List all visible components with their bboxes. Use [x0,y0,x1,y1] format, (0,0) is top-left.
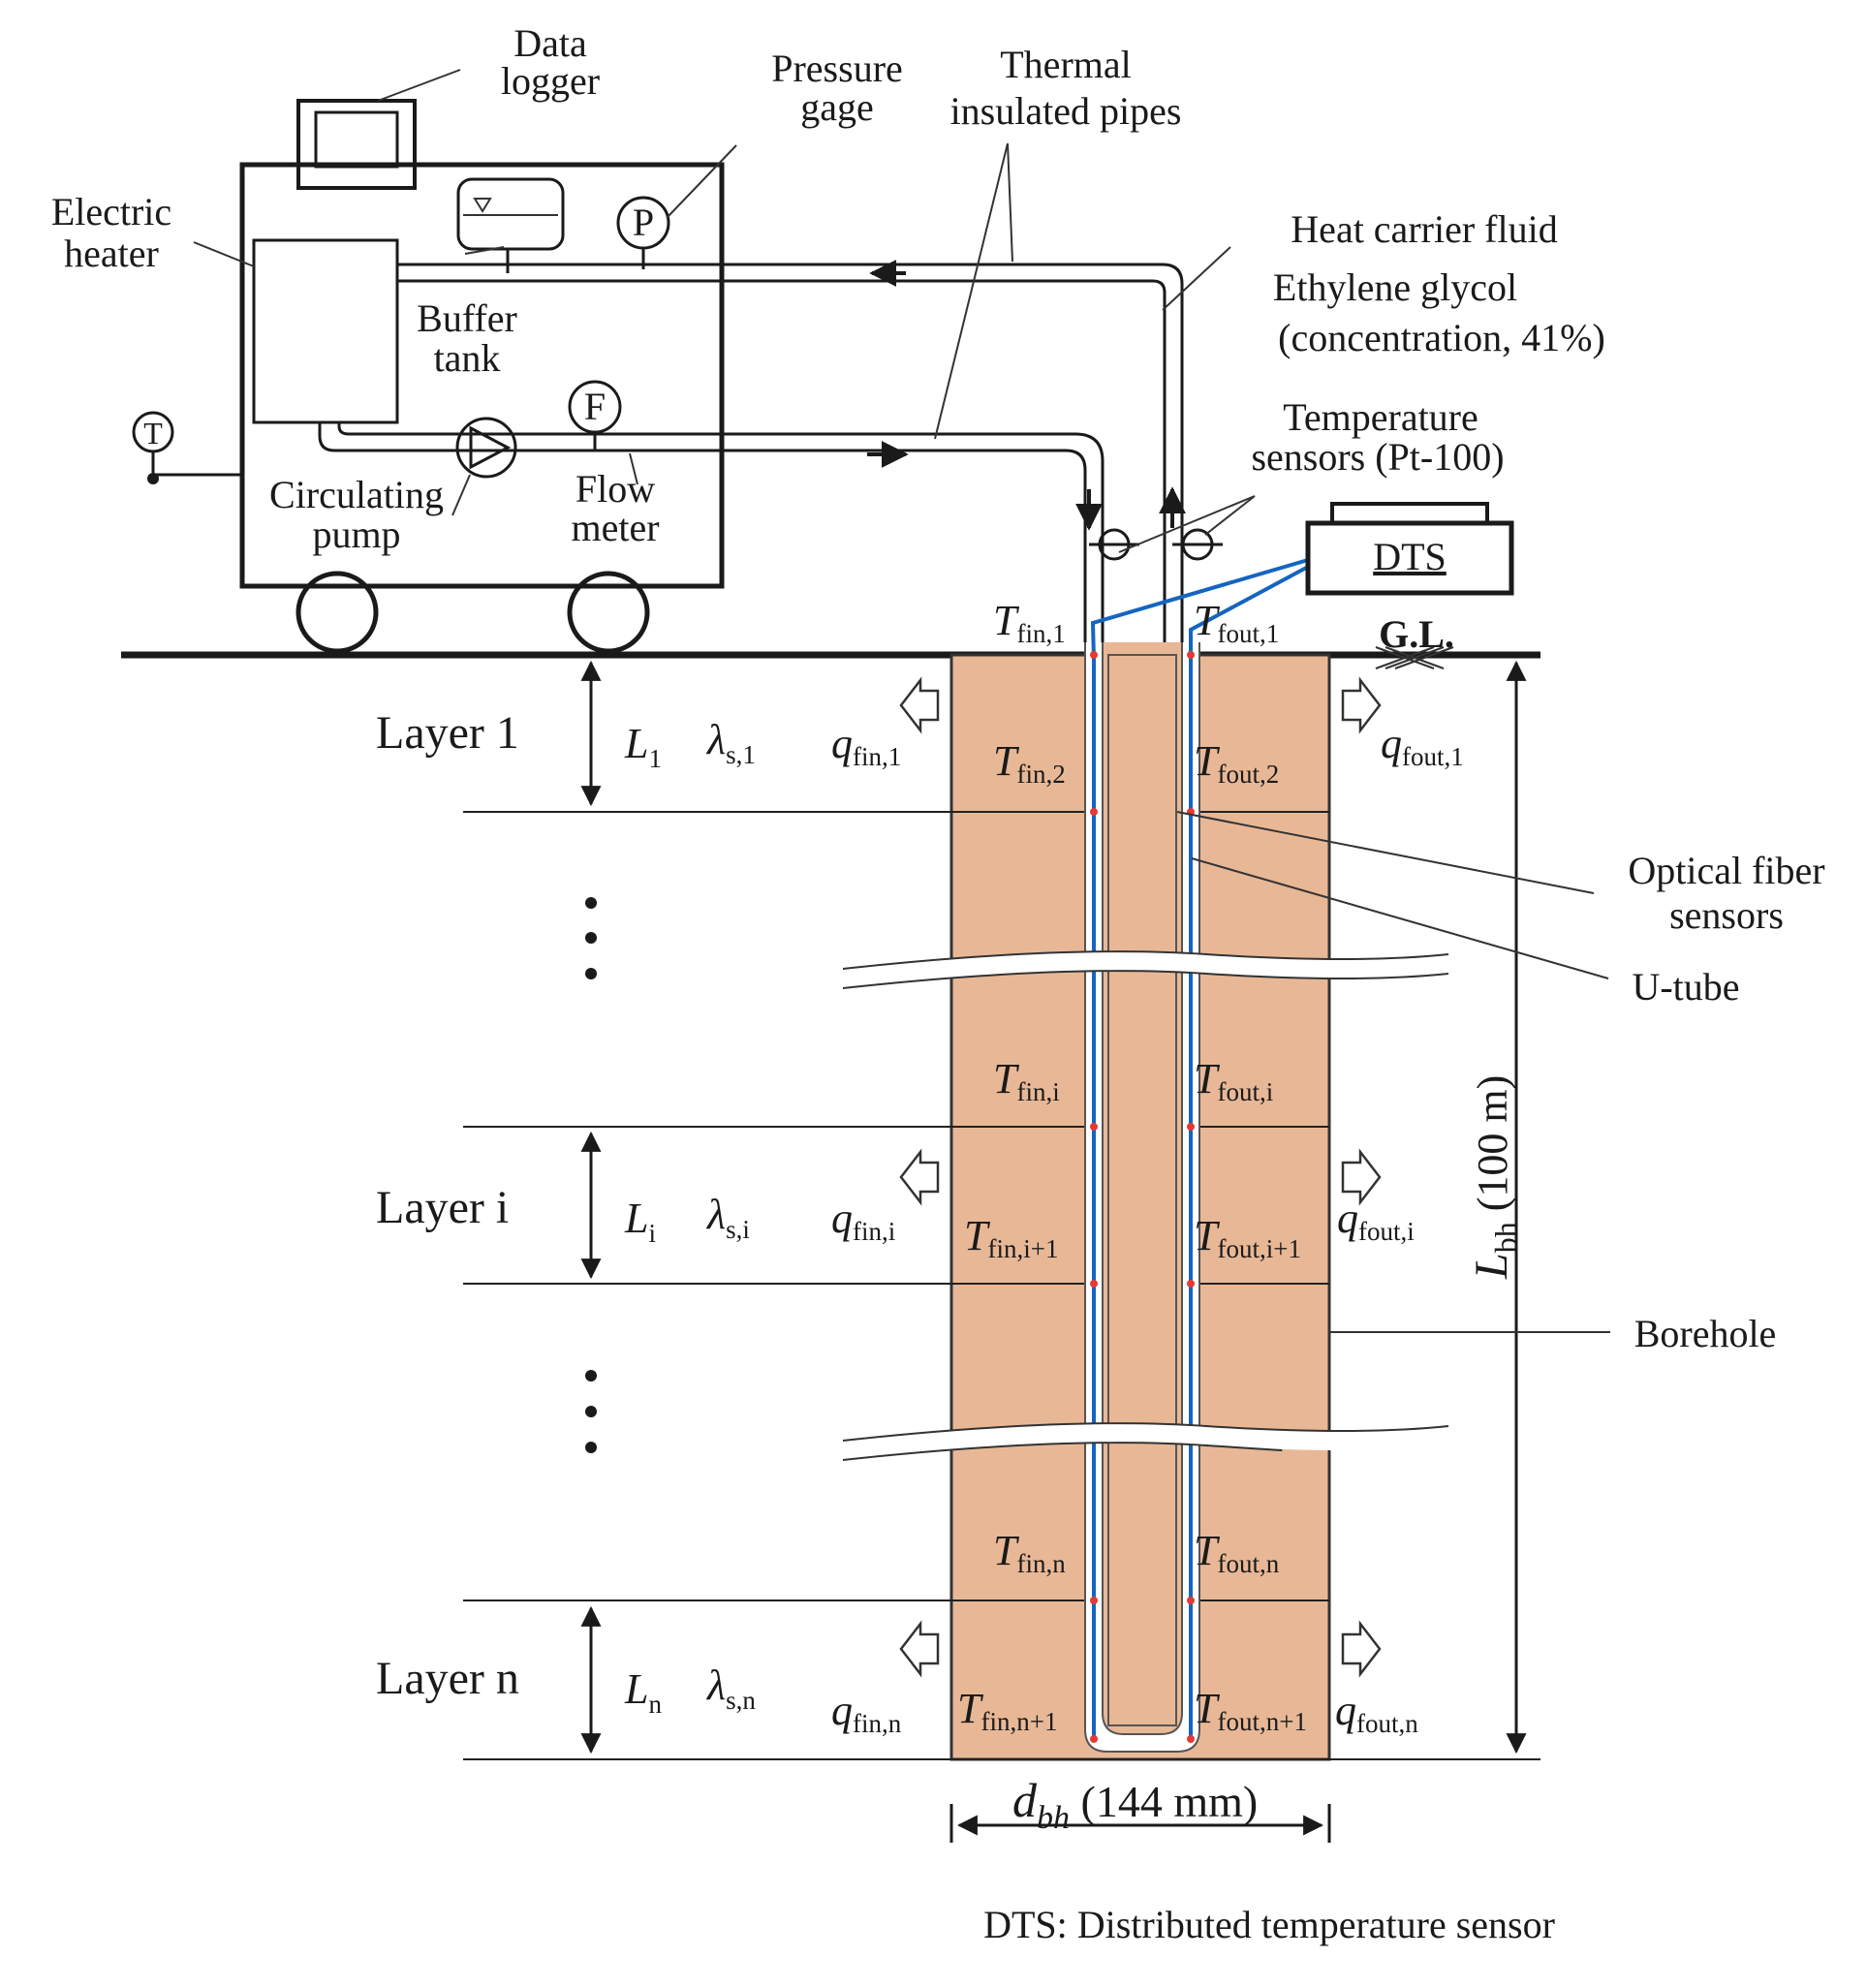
equipment-cart: P F T [132,99,725,654]
borehole-diameter-arrow [949,1804,1331,1843]
buffer-tank-label-2: tank [434,336,501,380]
flow-meter-label-1: Flow [576,467,655,511]
electric-heater-icon [252,238,399,424]
temp-fout-2: Tfout,2 [1194,737,1279,789]
temp-fin-n: Tfin,n [993,1527,1066,1578]
ground-level-label: G.L. [1379,612,1454,656]
layer-1-thickness: L1 [624,720,662,773]
temp-fin-2: Tfin,2 [993,737,1066,789]
ground-level-hatch [1375,646,1454,669]
borehole-depth-label: Lbh (100 m) [1466,1075,1523,1280]
temp-fout-i: Tfout,i [1194,1055,1273,1106]
sensor-points [1090,651,1195,1743]
flow-meter-icon: F [568,380,622,451]
u-tube-label: U-tube [1632,965,1739,1009]
thermal-pipes-label-1: Thermal [1000,43,1132,86]
heat-flux-arrows [899,676,1382,1678]
dts-note: DTS: Distributed temperature sensor [983,1903,1555,1946]
temperature-sensors-label-2: sensors (Pt-100) [1251,435,1504,479]
temp-fin-i-plus-1: Tfin,i+1 [964,1212,1058,1263]
pressure-gage-symbol: P [633,201,654,244]
buffer-tank-label-1: Buffer [417,296,517,340]
left-wheel [296,571,379,654]
circulating-pump-icon [455,417,517,479]
flow-meter-symbol: F [584,385,606,428]
layer-n-heat-flux-out: qfout,n [1335,1687,1418,1738]
ellipsis-dots [585,897,597,1453]
circulating-pump-label-1: Circulating [269,473,444,516]
buffer-tank-icon [456,177,565,251]
layer-annotations: Layer 1 L1 λs,1 qfin,1 qfout,1 Layer i L… [376,707,1464,1738]
temp-fout-n-plus-1: Tfout,n+1 [1194,1685,1307,1736]
temperature-labels: Tfin,1 Tfout,1 Tfin,2 Tfout,2 Tfin,i Tfo… [957,597,1307,1736]
right-wheel [567,571,650,654]
layer-1-heat-flux-in: qfin,1 [831,720,901,771]
layer-i-label: Layer i [376,1182,509,1233]
ambient-thermometer-icon: T [132,411,242,484]
outlet-temperature-sensor-icon [1172,528,1223,561]
u-tube [1084,642,1200,1753]
dts-unit: DTS [1305,502,1514,596]
borehole-label: Borehole [1634,1312,1777,1355]
layer-1-label: Layer 1 [376,707,519,759]
temp-fout-n: Tfout,n [1194,1527,1280,1578]
ethylene-glycol-label: Ethylene glycol [1273,265,1517,309]
optical-fiber-label-1: Optical fiber [1628,849,1824,892]
data-logger-icon [296,99,417,190]
temp-fin-n-plus-1: Tfin,n+1 [957,1685,1057,1736]
temp-fin-1: Tfin,1 [993,597,1066,648]
thermometer-symbol: T [143,416,163,450]
layer-i-heat-flux-out: qfout,i [1337,1195,1415,1246]
layer-i-heat-flux-in: qfin,i [831,1195,895,1246]
heat-carrier-label: Heat carrier fluid [1291,207,1557,251]
temp-fout-1: Tfout,1 [1194,597,1279,648]
leader-lines [193,69,1610,1333]
break-marks [842,950,1449,1461]
layer-n-thickness: Ln [624,1665,662,1719]
layer-1-heat-flux-out: qfout,1 [1381,720,1464,771]
layer-n-conductivity: λs,n [705,1662,756,1715]
electric-heater-label-1: Electric [51,190,171,233]
layer-i-thickness: Li [624,1195,656,1248]
temp-fout-i-plus-1: Tfout,i+1 [1194,1212,1301,1263]
layer-1-conductivity: λs,1 [705,716,756,769]
layer-n-heat-flux-in: qfin,n [831,1687,902,1738]
pressure-gage-label-2: gage [800,85,874,129]
insulated-pipes [318,260,1223,642]
data-logger-label-2: logger [501,59,600,103]
optical-fiber-sensors [1090,558,1309,1739]
labels: Data logger Pressure gage Thermal insula… [51,21,1825,1946]
borehole-diameter-label: dbh (144 mm) [1012,1773,1258,1836]
temperature-sensors-label-1: Temperature [1283,395,1478,439]
thermal-pipes-label-2: insulated pipes [950,89,1182,133]
dts-label: DTS [1373,535,1447,578]
inlet-temperature-sensor-icon [1089,528,1139,561]
temp-fin-i: Tfin,i [993,1055,1060,1106]
optical-fiber-label-2: sensors [1669,893,1784,937]
pressure-gage-icon: P [616,196,670,269]
layer-n-label: Layer n [376,1653,519,1704]
concentration-label: (concentration, 41%) [1278,316,1605,359]
circulating-pump-label-2: pump [312,513,400,556]
flow-meter-label-2: meter [571,506,659,549]
layer-i-conductivity: λs,i [705,1191,750,1244]
electric-heater-label-2: heater [64,232,159,275]
data-logger-label-1: Data [513,21,587,65]
pressure-gage-label-1: Pressure [771,47,903,90]
